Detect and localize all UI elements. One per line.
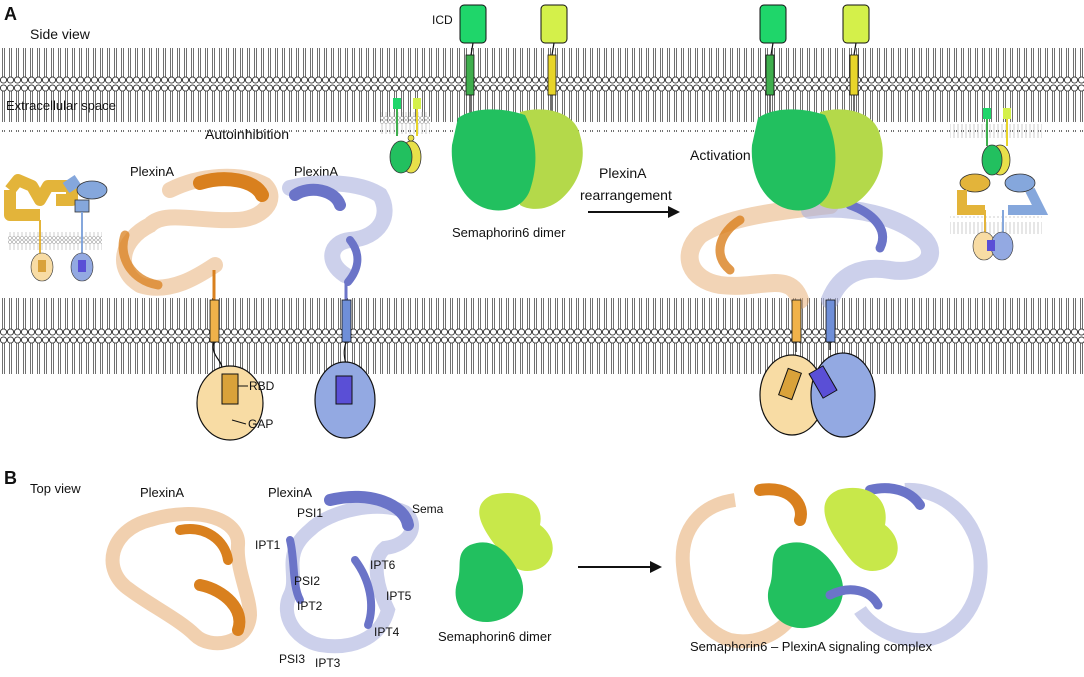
- icd-yellow-box: [540, 4, 568, 44]
- plexin-orange-ribbon: [116, 168, 279, 300]
- rbd-label: RBD: [249, 379, 275, 393]
- plexin-blue-ring-top: [279, 490, 419, 654]
- side-view-label: Side view: [30, 26, 91, 42]
- extracellular-space-label: Extracellular space: [6, 98, 116, 113]
- domain-psi2-label: PSI2: [294, 574, 320, 588]
- activation-label: Activation: [690, 147, 751, 163]
- sema-dimer-top: [455, 493, 553, 623]
- rearrangement-arrow: [588, 206, 680, 218]
- plexin-blue-ribbon: [282, 175, 393, 300]
- active-complex-side: [680, 4, 939, 438]
- gap-label: GAP: [248, 417, 273, 431]
- bottom-membrane: [0, 292, 1084, 376]
- icd-label: ICD: [432, 13, 453, 27]
- top-view-label: Top view: [30, 481, 81, 496]
- domain-ipt6-label: IPT6: [370, 558, 396, 572]
- tm-yellow: [547, 54, 557, 96]
- sema-dimer-label: Semaphorin6 dimer: [452, 225, 566, 240]
- plexin-b-left-label: PlexinA: [140, 485, 184, 500]
- complex-label: Semaphorin6 – PlexinA signaling complex: [690, 639, 933, 654]
- arrow-label-line1: PlexinA: [599, 165, 647, 181]
- arrow-label-line2: rearrangement: [580, 187, 672, 203]
- tm-green: [465, 54, 475, 96]
- rbd-domain-orange: [221, 373, 239, 405]
- domain-ipt4-label: IPT4: [374, 625, 400, 639]
- domain-ipt3-label: IPT3: [315, 656, 341, 670]
- sema-schematic-icon: [380, 98, 430, 174]
- plexin-left-label: PlexinA: [130, 164, 174, 179]
- domain-psi1-label: PSI1: [297, 506, 323, 520]
- plexin-b-right-label: PlexinA: [268, 485, 312, 500]
- domain-psi3-label: PSI3: [279, 652, 305, 666]
- rbd-domain-blue: [335, 375, 353, 405]
- autoinhibition-label: Autoinhibition: [205, 126, 289, 142]
- plexin-orange-ring-top: [105, 507, 258, 651]
- plexin-blue-intracellular: [314, 299, 376, 439]
- sema-dimer-side: ICD Semaphorin6 dimer: [432, 4, 583, 240]
- active-schematic-icon: [950, 108, 1049, 261]
- domain-ipt5-label: IPT5: [386, 589, 412, 603]
- domain-ipt1-label: IPT1: [255, 538, 281, 552]
- autoinhibited-schematic-icon: [4, 174, 108, 282]
- domain-sema-label: Sema: [412, 502, 444, 516]
- complex-arrow: [578, 561, 662, 573]
- signaling-complex-top: [675, 482, 988, 649]
- panel-b-letter: B: [4, 468, 17, 488]
- panel-a-letter: A: [4, 4, 17, 24]
- sema-dimer-top-label: Semaphorin6 dimer: [438, 629, 552, 644]
- domain-ipt2-label: IPT2: [297, 599, 323, 613]
- icd-green-box: [459, 4, 487, 44]
- plexin-orange-intracellular: RBD GAP: [196, 299, 275, 441]
